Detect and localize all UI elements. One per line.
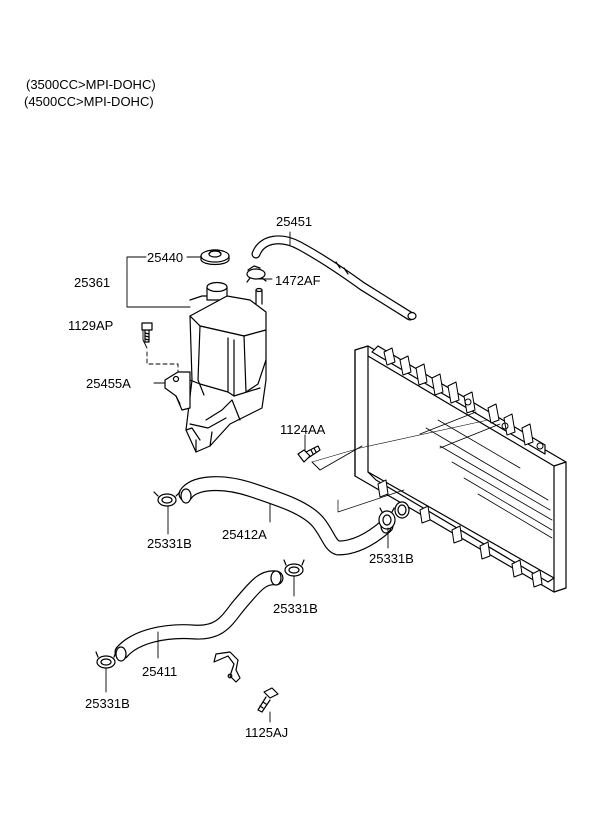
hose-clamp-25331B-a — [153, 491, 181, 507]
engine-note-3500cc: (3500CC>MPI-DOHC) — [26, 77, 156, 92]
label-1472AF: 1472AF — [275, 273, 321, 288]
leader-lines — [105, 231, 489, 723]
overflow-hose-25451 — [251, 235, 417, 321]
bolt-1125AJ — [257, 687, 279, 713]
radiator — [354, 345, 567, 593]
engine-note-4500cc: (4500CC>MPI-DOHC) — [24, 94, 154, 109]
upper-hose-25412A — [178, 476, 394, 556]
label-25455A: 25455A — [86, 376, 131, 391]
label-25440: 25440 — [147, 250, 184, 265]
reservoir-cap-25440 — [200, 249, 230, 266]
label-25412A: 25412A — [222, 527, 267, 542]
label-25411: 25411 — [142, 664, 178, 679]
hose-clamp-25331B-b — [378, 507, 396, 530]
lower-hose-25411 — [114, 570, 284, 662]
label-1125AJ: 1125AJ — [245, 725, 289, 740]
bolt-1124AA — [297, 445, 321, 463]
label-25331B-c: 25331B — [273, 601, 318, 616]
label-25331B-a: 25331B — [147, 536, 192, 551]
hose-bracket — [213, 651, 241, 683]
reservoir-bracket-25455A — [164, 371, 191, 411]
hose-clip-1472AF — [246, 265, 267, 283]
reservoir-tank-25361 — [185, 281, 267, 453]
label-1124AA: 1124AA — [280, 422, 326, 437]
label-25331B-d: 25331B — [85, 696, 130, 711]
hose-clamp-25331B-d — [95, 651, 117, 669]
hose-clamp-25331B-c — [283, 559, 305, 577]
label-25451: 25451 — [276, 214, 313, 229]
bolt-1129AP — [141, 322, 153, 343]
label-25331B-b: 25331B — [369, 551, 414, 566]
label-1129AP: 1129AP — [68, 318, 114, 333]
label-25361: 25361 — [74, 275, 111, 290]
